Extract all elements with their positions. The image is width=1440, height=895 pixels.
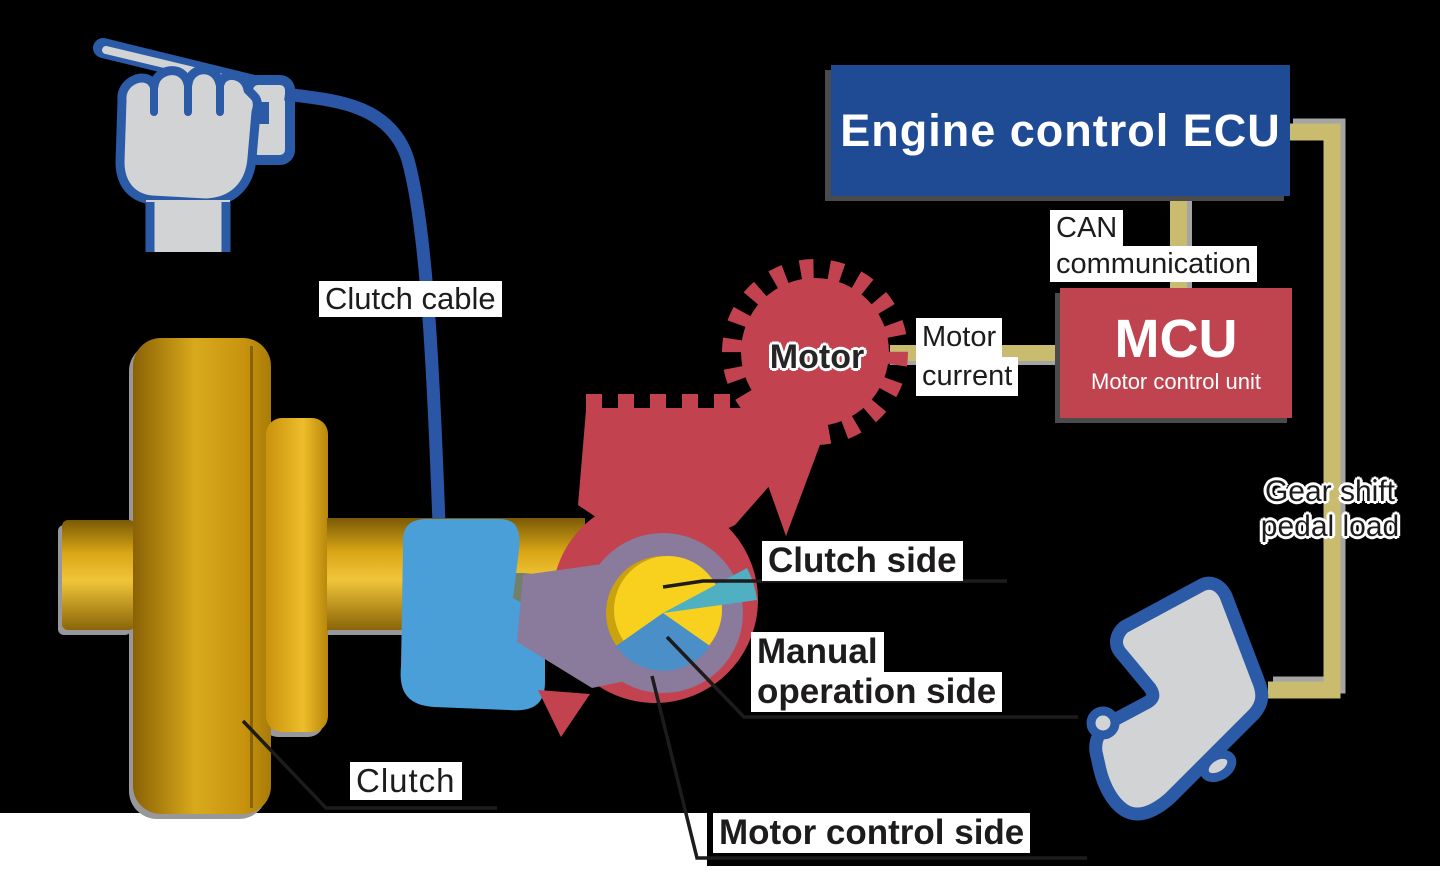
clutch-cable-line (284, 87, 446, 525)
clutch-cable-label: Clutch cable (319, 281, 502, 317)
flywheel-disc (133, 338, 271, 814)
motor-gear-icon (722, 259, 908, 445)
engine-control-ecu-box: Engine control ECU (831, 65, 1290, 196)
engine-control-ecu-label: Engine control ECU (840, 104, 1281, 156)
motor-control-side-label: Motor control side (713, 813, 1031, 853)
pedal-pivot (1086, 706, 1120, 740)
can-communication-label: CAN communication (1050, 210, 1258, 282)
input-shaft-left (62, 520, 135, 630)
clutch-side-label: Clutch side (762, 541, 963, 581)
white-bottom-band (0, 813, 1440, 895)
pedal-bolt (1199, 749, 1237, 783)
foot-pedal-icon (1086, 576, 1269, 821)
clutch-label: Clutch (350, 762, 462, 800)
mcu-subtitle: Motor control unit (1091, 369, 1261, 394)
hand-lever-icon (93, 38, 295, 252)
manual-operation-side-label: Manual operation side (751, 632, 1003, 712)
pressure-plate (266, 418, 328, 732)
mcu-box: MCU Motor control unit (1060, 288, 1292, 418)
motor-label: Motor (769, 338, 865, 376)
pedal-load-line (1268, 123, 1341, 699)
leader-clutch-side (662, 579, 1007, 589)
release-fork (400, 519, 545, 711)
leader-motor-control-side (650, 675, 1087, 860)
leader-clutch (241, 719, 497, 810)
mcu-title: MCU (1114, 309, 1238, 369)
leader-manual-operation-side (665, 635, 1078, 719)
motor-current-label: Motor current (916, 318, 1019, 396)
gear-shift-pedal-load-label: Gear shift pedal load (1260, 475, 1400, 543)
